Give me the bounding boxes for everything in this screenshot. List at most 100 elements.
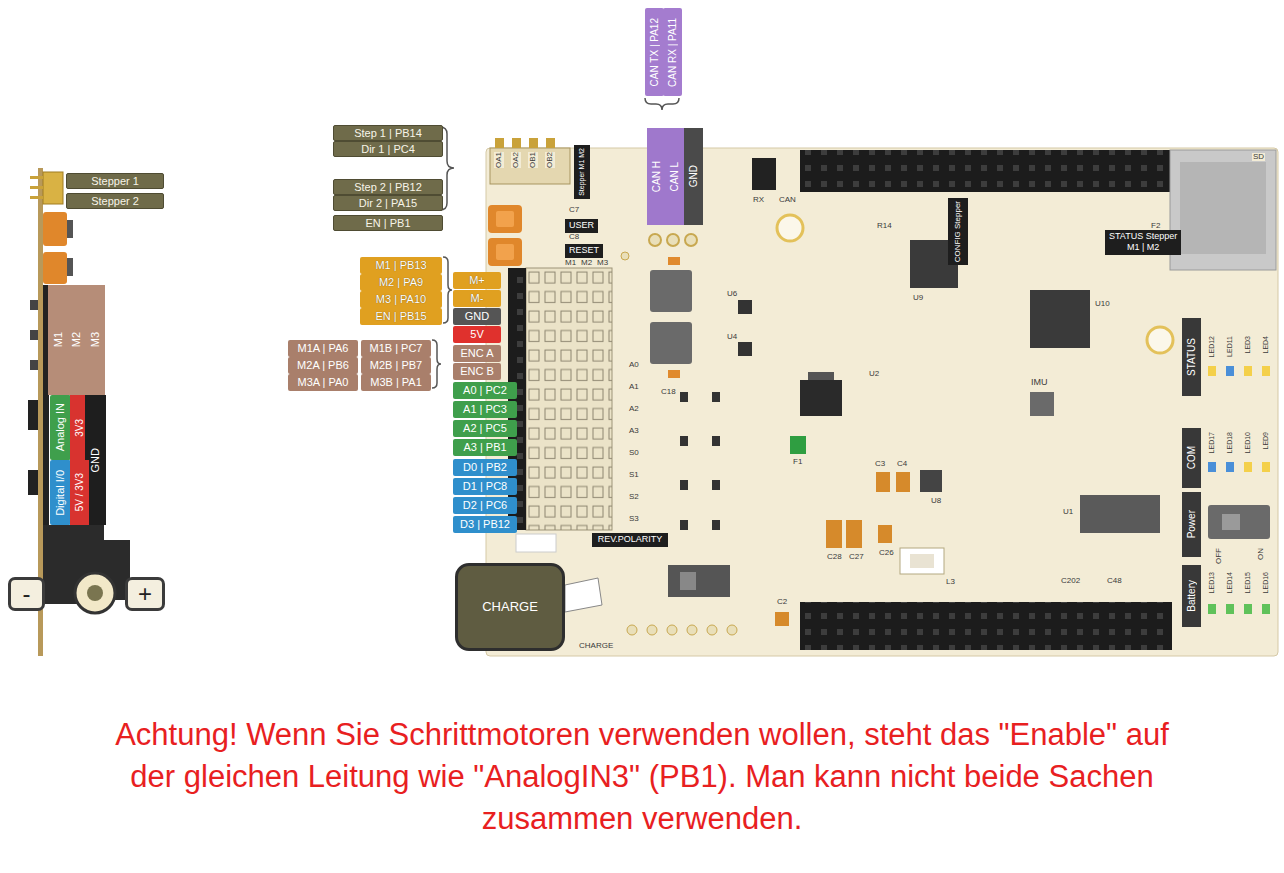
silkscreen-label: F1: [792, 458, 803, 466]
node-text: M1B | PC7: [370, 342, 423, 354]
node-text: M1: [52, 332, 64, 347]
node-text: Stepper M1 M2: [578, 148, 586, 196]
silkscreen-label: CHARGE: [578, 642, 614, 650]
pin-tag: Step 1 | PB14: [333, 125, 443, 141]
status-band: COM: [1182, 428, 1201, 488]
silkscreen-label: U2: [868, 370, 880, 378]
silkscreen-label: C7: [568, 206, 580, 214]
silkscreen-box: Stepper M1 M2: [574, 145, 590, 199]
node-text: ENC B: [460, 365, 494, 377]
pin-tag: A3 | PB1: [453, 439, 517, 456]
pcb: [486, 138, 1278, 656]
node-text: 5V: [470, 328, 483, 340]
silkscreen-label: M2: [580, 259, 593, 267]
node-text: M3A | PA0: [298, 376, 349, 388]
pin-tag: GND: [453, 308, 501, 325]
polarity-sign: -: [8, 577, 45, 611]
pin-tag: M2B | PB7: [361, 357, 431, 374]
node-text: M2 | PA9: [379, 276, 423, 288]
pin-tag: A1 | PC3: [453, 401, 517, 418]
silkscreen-label: U1: [1062, 508, 1074, 516]
silkscreen-label: C27: [848, 553, 865, 561]
node-text: GND: [89, 448, 101, 472]
silkscreen-label: C202: [1060, 577, 1081, 585]
silkscreen-label: C28: [826, 553, 843, 561]
node-text: M2: [70, 332, 82, 347]
node-text: +: [138, 581, 152, 607]
pin-tag: M2A | PB6: [288, 357, 358, 374]
node-text: Step 2 | PB12: [354, 181, 422, 193]
node-text: M+: [469, 274, 485, 286]
silkscreen-box: USER: [565, 219, 598, 233]
silkscreen-label: RX: [752, 196, 765, 204]
node-text: M3: [89, 332, 101, 347]
warning-note: Achtung! Wenn Sie Schrittmotoren verwend…: [92, 714, 1192, 840]
node-text: REV.POLARITY: [598, 535, 663, 545]
pin-tag: Step 2 | PB12: [333, 179, 443, 195]
silkscreen-label: OFF: [1214, 548, 1224, 564]
node-text: A1 | PC3: [463, 403, 507, 415]
pin-tag: D1 | PC8: [453, 478, 517, 495]
silkscreen-label: S0: [628, 449, 640, 457]
silkscreen-label: A0: [628, 361, 640, 369]
silkscreen-label: OA1: [494, 152, 504, 168]
pin-block: M1 M2 M3: [48, 285, 105, 395]
silkscreen-label: M3: [596, 259, 609, 267]
pin-block: Analog IN: [50, 395, 71, 460]
silkscreen-label: LED13: [1207, 572, 1216, 593]
pin-tag: EN | PB15: [360, 308, 442, 325]
silkscreen-label: S3: [628, 515, 640, 523]
silkscreen-box: REV.POLARITY: [592, 533, 668, 547]
node-text: CAN TX | PA12: [649, 18, 660, 86]
pin-block: Digital I/0: [50, 460, 71, 525]
node-text: CHARGE: [482, 600, 538, 614]
silkscreen-box: RESET: [565, 244, 603, 258]
node-text: M2A | PB6: [297, 359, 349, 371]
silkscreen-label: L3: [945, 578, 956, 586]
node-text: RESET: [569, 246, 599, 256]
pin-tag: A0 | PC2: [453, 382, 517, 399]
silkscreen-label: U9: [912, 294, 924, 302]
node-text: STATUS Stepper: [1109, 232, 1177, 242]
silkscreen-label: LED18: [1225, 432, 1234, 453]
silkscreen-label: A2: [628, 405, 640, 413]
node-text: EN | PB1: [365, 217, 410, 229]
pin-tag: M3A | PA0: [288, 374, 358, 391]
pin-tag: D3 | PB12: [453, 516, 517, 533]
pin-tag: M1B | PC7: [361, 340, 431, 357]
node-text: D0 | PB2: [463, 461, 507, 473]
status-band: Power: [1182, 492, 1201, 557]
node-text: M3B | PA1: [370, 376, 422, 388]
node-text: M1 | PB13: [375, 259, 426, 271]
silkscreen-label: U10: [1094, 300, 1111, 308]
node-text: A2 | PC5: [463, 422, 507, 434]
silkscreen-label: C48: [1106, 577, 1123, 585]
node-text: GND: [465, 310, 489, 322]
node-text: STATUS: [1186, 338, 1197, 376]
node-text: Dir 1 | PC4: [361, 143, 415, 155]
pin-tag: M3B | PA1: [361, 374, 431, 391]
silkscreen-label: C8: [568, 233, 580, 241]
node-text: M1 | M2: [1127, 243, 1159, 253]
node-text: COM: [1186, 446, 1197, 469]
silkscreen-label: OA2: [511, 152, 521, 168]
charge-connector: CHARGE: [455, 563, 565, 651]
node-text: -: [23, 581, 31, 607]
silkscreen-label: R14: [876, 222, 893, 230]
node-text: M-: [471, 292, 484, 304]
silkscreen-label: C2: [776, 598, 788, 606]
silkscreen-box: STATUS StepperM1 | M2: [1105, 230, 1181, 255]
node-text: D3 | PB12: [460, 518, 510, 530]
node-text: Power: [1186, 510, 1197, 538]
node-text: Dir 2 | PA15: [359, 197, 417, 209]
node-text: CAN RX | PA11: [667, 18, 678, 87]
silkscreen-label: LED9: [1261, 432, 1270, 450]
node-text: EN | PB15: [375, 310, 426, 322]
silkscreen-label: LED10: [1243, 432, 1252, 453]
silkscreen-label: U4: [726, 333, 738, 341]
pin-tag: CAN TX | PA12: [645, 8, 664, 96]
node-text: M1A | PA6: [298, 342, 349, 354]
pin-strip: CAN H: [647, 128, 666, 225]
pin-tag: M-: [453, 290, 501, 307]
